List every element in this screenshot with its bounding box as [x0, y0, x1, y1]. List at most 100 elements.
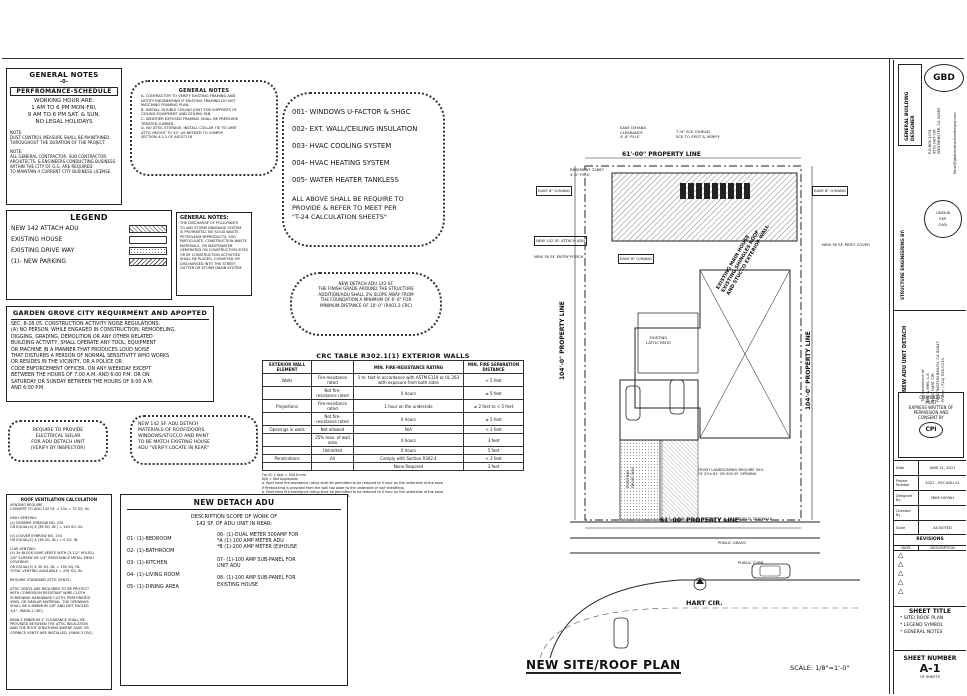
attach-adu-label: NEW 142 SF. ATTACH ADU	[534, 236, 588, 246]
legend-box: LEGEND NEW 142 ATTACH ADU EXISTING HOUSE…	[6, 210, 172, 300]
crc-cell	[311, 462, 354, 471]
vent-body: VENTING REQUIRE CONVERT TO ADU 142 SF. =…	[10, 503, 94, 635]
crc-cell: Fire-resistance rated	[311, 373, 354, 387]
meta-key: Designed By	[894, 491, 919, 505]
crc-cell: ≥ 2 feet to < 5 feet	[463, 399, 524, 413]
crc-cell: Walls	[261, 373, 313, 387]
divider	[894, 310, 966, 311]
engineer-stamp: C64508 EXP. CIVIL	[924, 200, 962, 238]
general-notes-box: GENERAL NOTES -0- PERFROMANCE-SCHEDULE W…	[6, 68, 122, 205]
patio-cover-label: NEW 30 SF. PATIO COVER	[822, 242, 870, 247]
solar-panels	[680, 183, 750, 199]
crc-cell	[261, 433, 313, 447]
crc-cell: Unlimited	[311, 446, 354, 455]
scope-item: 04- (1)-LIVING ROOM	[127, 572, 180, 578]
easement-label: EASEMENT 22867 4'-0" P.U.E.	[570, 167, 604, 177]
cpi-logo: CPI	[919, 422, 943, 438]
right-dim: 104'-0" PROPERTY LINE	[805, 331, 812, 410]
gbd-logo: GBD	[924, 64, 964, 92]
scope-title: NEW DETACH ADU	[127, 498, 341, 510]
stamp-text: C64508 EXP. CIVIL	[936, 211, 950, 227]
sce-label: 7'/4" SCE O/HEAD SCE TO SPOT & VERIFY	[676, 129, 720, 139]
legend-house-swatch	[129, 236, 167, 244]
existing-house	[634, 269, 791, 439]
landscape-label: FRONT LANDSCAPING REQUIRE 50% OF 20'x 61…	[698, 468, 764, 477]
legend-adu-label: NEW 142 ATTACH ADU	[11, 225, 79, 232]
meta-value: JUNE 21, 2021	[929, 466, 956, 470]
city-body: SEC. 8-28.05. CONSTRUCTION ACTIVITY NOIS…	[11, 322, 176, 392]
sheet-item: * SITE/ ROOF PLAN	[900, 616, 944, 621]
crc-header: MIN. FIRE-RESISTANCE RATING	[352, 360, 465, 374]
entry-porch-label: NEW 30 SF. ENTRY PORCH	[534, 254, 584, 259]
sheet-item: * LEGEND SYMBOL	[900, 623, 944, 628]
rev-triangles: △△△△△	[898, 551, 904, 595]
crc-cell: 1 hour on the underside	[352, 399, 465, 413]
crc-cell: < 3 feet	[463, 454, 524, 463]
car-1	[625, 385, 641, 421]
energy-item: 004- HVAC HEATING SYSTEM	[292, 159, 390, 167]
eave-label-3: EAVE 8" O/HANG	[618, 254, 654, 264]
crc-table-block: CRC TABLE R302.1(1) EXTERIOR WALLS EXTER…	[261, 352, 524, 498]
crc-cell: All	[311, 454, 354, 463]
crc-cell: < 5 feet	[463, 373, 524, 387]
solar-note-cloud: REQUIRE TO PROVIDE ELECTRICAL SOLAR FOR …	[8, 420, 108, 462]
storm-notes-box: GENERAL NOTES: THE DISCHARGE OF POLLUTAN…	[176, 212, 252, 296]
sidewalk-label: PUBLIC SIDEWALK	[738, 516, 773, 521]
lattic-patio	[637, 312, 699, 374]
crc-cell: ≥ 5 feet	[463, 386, 524, 400]
crc-header: MIN. FIRE SEPARATION DISTANCE	[463, 360, 524, 374]
meta-value: MIKE HUYNH	[931, 496, 954, 500]
adu-note: NEW 142 SF. ADU DETACH MATERIALS OF ROOF…	[138, 422, 210, 451]
project-title: NEW ADU UNIT DETACH	[902, 325, 908, 392]
crc-cell	[261, 386, 313, 400]
rev-col-desc: DESCRIPTION	[918, 546, 966, 550]
legend-house-label: EXISTING HOUSE	[11, 236, 63, 243]
city-requirement-box: GARDEN GROVE CITY REQUIRMENT AND APOPTED…	[6, 306, 214, 402]
vent-calc-box: ROOF VENTILATION CALCULATION VENTING REQ…	[6, 494, 112, 690]
energy-footer: ALL ABOVE SHALL BE REQUIRE TO PROVIDE & …	[292, 195, 404, 221]
owner-info: The Residence of MR. & MRS. L.E. 9550 HA…	[920, 341, 945, 402]
crc-cell: 5 feet	[463, 446, 524, 455]
bottom-dim: 61'-00" PROPERTY LINE	[660, 517, 739, 524]
crc-cell: 1 hr. test in accordance with ASTM E119 …	[352, 373, 465, 387]
crc-cell: Not fire-resistance rated	[311, 386, 354, 400]
street-car-2	[613, 617, 629, 649]
meta-row: Designed By MIKE HUYNH	[894, 490, 966, 505]
crc-cell: None Required	[352, 462, 465, 471]
car-2	[669, 379, 685, 415]
drawing-frame	[889, 58, 890, 694]
sheet-title-box: SHEET TITLE * SITE/ ROOF PLAN * LEGEND SY…	[894, 606, 966, 651]
eave-label-1: EAVE 8" O/HANG	[536, 186, 572, 196]
grass-label: PUBLIC GRASS	[718, 540, 746, 545]
meta-key: Scale	[894, 521, 919, 535]
sheet-title-label: SHEET TITLE	[908, 608, 952, 615]
meta-row: Checked By	[894, 505, 966, 520]
revisions-box: REVISIONS DATE DESCRIPTION △△△△△	[894, 534, 966, 607]
legend-adu-swatch	[129, 225, 167, 233]
rev-col-date: DATE	[901, 546, 911, 550]
crc-header	[311, 360, 354, 374]
engineer-label: STRUCTURE ENGINEERING BY:	[900, 229, 905, 300]
revisions-title: REVISIONS	[916, 537, 944, 542]
crc-cell	[261, 446, 313, 455]
scope-sub: DESCRIPTION SCOPE OF WORK OF 142 SF. OF …	[190, 514, 278, 527]
plan-title: NEW SITE/ROOF PLAN	[526, 658, 681, 674]
legend-parking-label: (1)- NEW PARKING	[11, 258, 67, 265]
general-notes-2-body: A- CONTRACTOR TO VERIFY EXISTING FRAMING…	[141, 94, 238, 140]
designer-name: GENERAL BUILDING DESIGNER	[905, 91, 916, 142]
scope-item: 02- (1)-BATHROOM	[127, 548, 175, 554]
crc-cell: 0 hours	[352, 446, 465, 455]
copyright-text: COPYRIGHT MUST EXPRESS WRITTEN OF PERMIS…	[908, 395, 954, 420]
crc-cell: 3 feet	[463, 462, 524, 471]
sheet-item: * GENERAL NOTES	[900, 630, 943, 635]
working-hours: WORKING HOUR ARE: 1 AM TO 6 PM MON-FRI, …	[27, 98, 101, 125]
eave-label-2: EAVE 8" O/HANG	[812, 186, 848, 196]
top-dim: 61'-00" PROPERTY LINE	[622, 151, 701, 158]
